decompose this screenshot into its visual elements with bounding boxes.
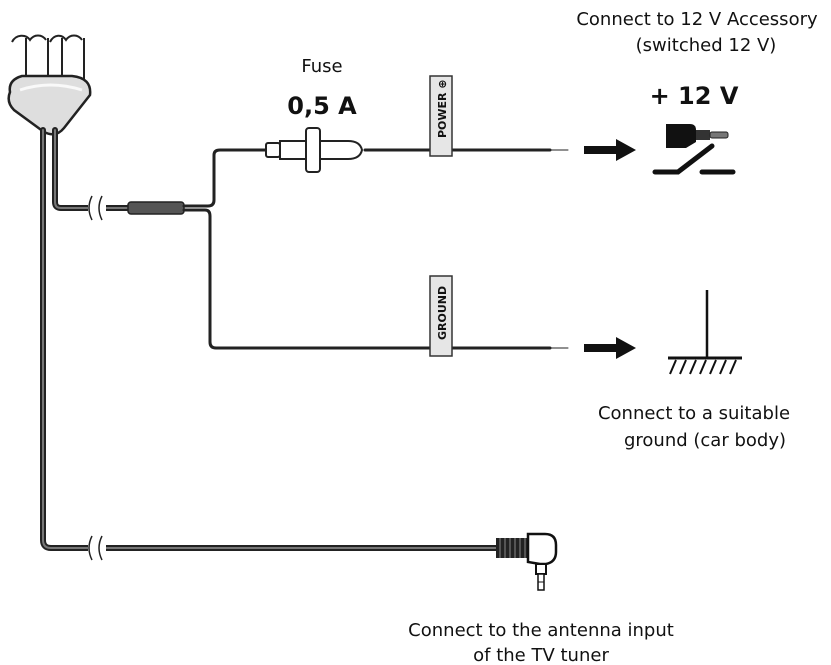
cable-break-branch: [88, 195, 106, 221]
voltage-label: + 12 V: [650, 82, 739, 110]
splitter-connector: [7, 74, 92, 136]
antenna-label-line1: Connect to the antenna input: [408, 620, 674, 641]
cable-sleeve: [127, 201, 185, 215]
fuse-rating: 0,5 A: [287, 92, 357, 120]
ground-tag: GROUND: [429, 275, 453, 357]
cable-break-antenna: [88, 535, 106, 561]
svg-text:POWER ⊕: POWER ⊕: [436, 79, 449, 138]
ground-wire: [182, 208, 569, 350]
arrow-right-ground: [584, 337, 636, 359]
plug-switch-icon: [652, 124, 736, 175]
fuse-holder: [265, 127, 364, 173]
branch-cable: [52, 127, 133, 211]
accessory-label-line2: (switched 12 V): [636, 35, 777, 56]
antenna-label-line2: of the TV tuner: [473, 645, 609, 665]
ground-label-line2: ground (car body): [624, 430, 786, 451]
power-tag: POWER ⊕: [429, 75, 453, 157]
power-wire: [182, 148, 569, 208]
antenna-cable: [40, 127, 503, 551]
accessory-label-line1: Connect to 12 V Accessory: [576, 9, 818, 30]
arrow-right-power: [584, 139, 636, 161]
jack-plug: [496, 532, 558, 591]
svg-text:GROUND: GROUND: [436, 286, 449, 340]
ground-label-line1: Connect to a suitable: [598, 403, 790, 424]
fuse-title: Fuse: [301, 56, 342, 77]
top-cable-stubs: [11, 34, 85, 80]
ground-symbol-icon: [668, 290, 742, 375]
